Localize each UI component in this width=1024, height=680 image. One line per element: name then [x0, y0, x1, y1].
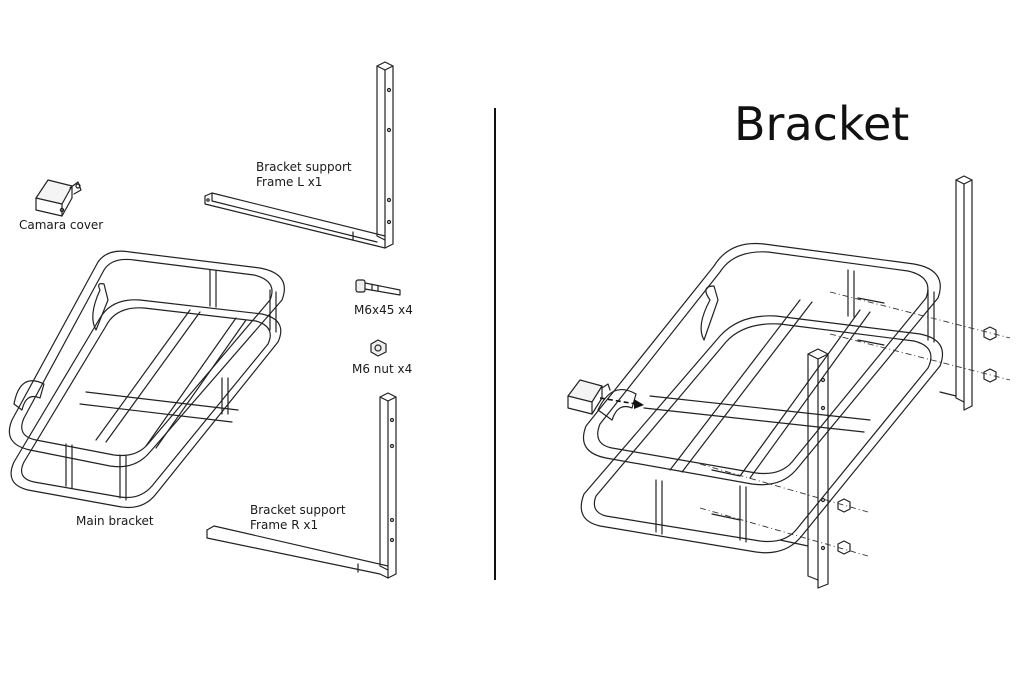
- camera-cover-part: [35, 179, 82, 217]
- bolt-part: [355, 279, 401, 296]
- page-title: Bracket: [734, 97, 910, 151]
- label-frame-l: Bracket support Frame L x1: [256, 160, 352, 190]
- label-bolt: M6x45 x4: [354, 303, 413, 317]
- frame-r-part: [206, 392, 397, 579]
- label-nut: M6 nut x4: [352, 362, 413, 376]
- insert-arrow: [599, 397, 644, 409]
- alignment-lines: [699, 291, 1011, 557]
- nut-part: [370, 339, 387, 357]
- label-frame-r-line1: Bracket support: [250, 503, 346, 517]
- assembled-bracket: [567, 175, 997, 589]
- frame-l-part: [204, 61, 394, 249]
- vertical-divider: [494, 108, 496, 580]
- label-frame-l-line1: Bracket support: [256, 160, 352, 174]
- label-camera-cover: Camara cover: [19, 218, 104, 232]
- label-main-bracket: Main bracket: [76, 514, 154, 528]
- label-frame-l-line2: Frame L x1: [256, 175, 323, 189]
- main-bracket-part: [8, 250, 285, 509]
- label-frame-r-line2: Frame R x1: [250, 518, 319, 532]
- label-frame-r: Bracket support Frame R x1: [250, 503, 346, 533]
